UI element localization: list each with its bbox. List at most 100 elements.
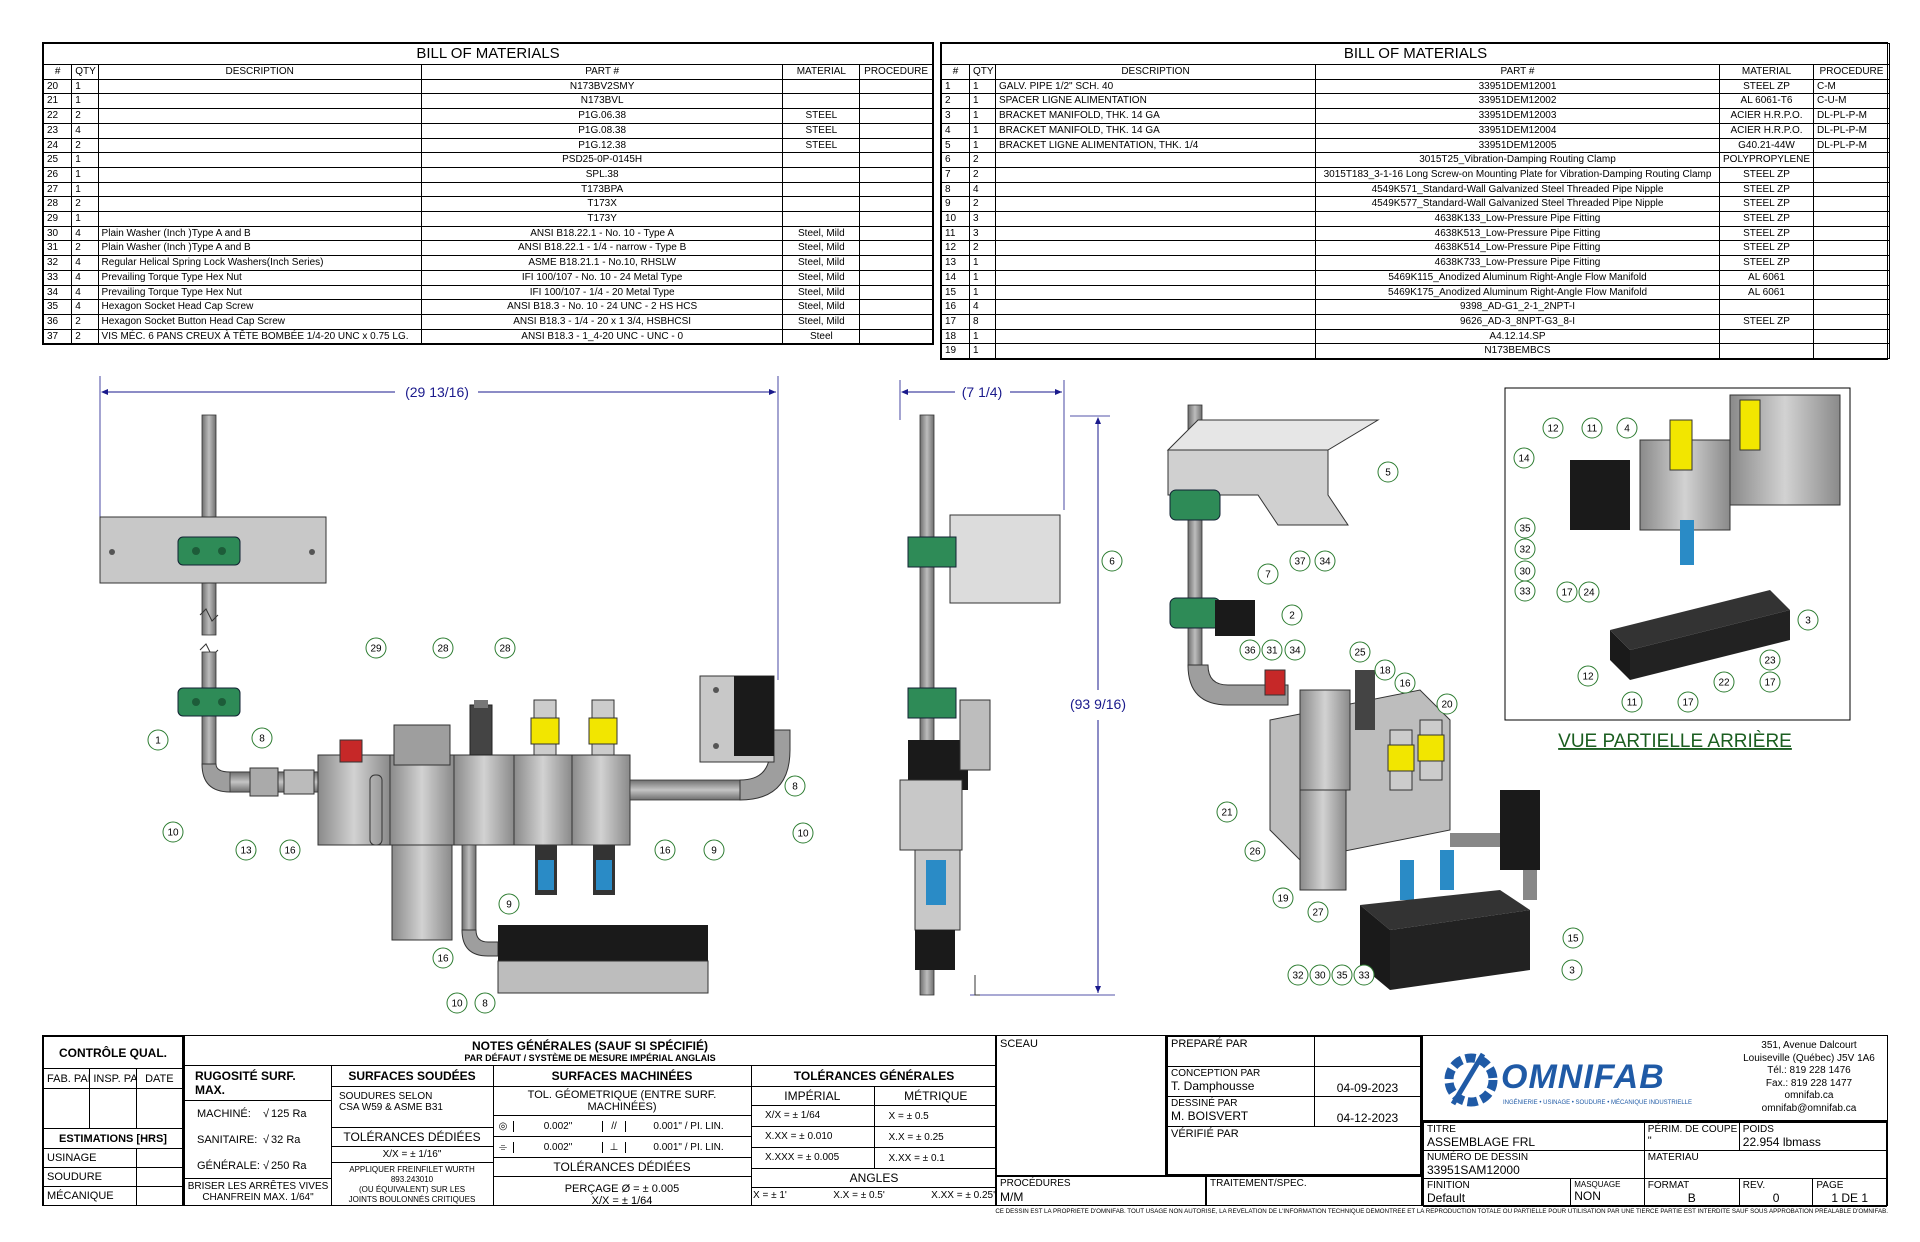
est-usinage-value[interactable] (135, 1148, 184, 1168)
table-cell: T173Y (420, 211, 784, 227)
balloon-label: 5 (1385, 468, 1391, 479)
balloon-label: 25 (1354, 648, 1366, 659)
balloon-partial (1514, 538, 1536, 560)
seal-block: SCEAU (996, 1035, 1166, 1176)
table-cell: 11 (941, 225, 970, 242)
balloon-label: 3 (1569, 966, 1575, 977)
table-cell: 4638K733_Low-Pressure Pipe Fitting (1315, 255, 1720, 271)
est-usinage: USINAGE (43, 1148, 137, 1168)
table-cell: 4638K513_Low-Pressure Pipe Fitting (1315, 225, 1720, 242)
side-view (899, 414, 1061, 996)
dimension-width: (29 13/16) (99, 376, 779, 680)
table-cell: STEEL (782, 108, 861, 124)
material-label: MATERIAU (1647, 1152, 1699, 1163)
bom_left-header-4: MATERIAL (782, 64, 861, 80)
rugosity-title: RUGOSITÉ SURF. MAX. (185, 1066, 331, 1101)
drawing-no-label: NUMÉRO DE DESSIN (1427, 1152, 1529, 1163)
table-cell (1719, 299, 1814, 315)
table-cell: 4 (71, 299, 99, 315)
balloon-front (494, 637, 516, 659)
qc-fab-cell[interactable] (42, 1088, 91, 1129)
table-cell (995, 211, 1316, 227)
table-cell: 1 (71, 211, 99, 227)
table-cell: 37 (42, 328, 73, 345)
table-cell: 33951DEM12004 (1315, 122, 1720, 139)
table-cell: BRACKET MANIFOLD, THK. 14 GA (995, 108, 1316, 124)
format-value: B (1687, 1191, 1696, 1205)
est-mecanique-value[interactable] (135, 1186, 184, 1206)
table-cell (1813, 211, 1890, 227)
thread-note3: JOINTS BOULONNÉS CRITIQUES (348, 1195, 476, 1204)
table-cell (97, 181, 422, 198)
balloon-label: 33 (1519, 587, 1531, 598)
table-cell (995, 196, 1316, 213)
est-soudure-value[interactable] (135, 1167, 184, 1187)
qc-date-cell[interactable] (135, 1088, 184, 1129)
balloon-label: 35 (1519, 524, 1531, 535)
table-cell: 3015T25_Vibration-Damping Routing Clamp (1315, 152, 1720, 168)
angle-val-2: X.XX = ± 0.25' (931, 1190, 995, 1201)
dimension-depth: (7 1/4) (899, 380, 1065, 510)
table-cell: 4 (71, 225, 99, 242)
table-cell: 20 (42, 78, 73, 95)
table-cell: Steel, Mild (782, 284, 861, 301)
table-cell: T173X (420, 196, 784, 213)
bom_right-header-2: DESCRIPTION (995, 64, 1316, 80)
table-cell: 21 (42, 93, 73, 110)
bom-left-title: BILL OF MATERIALS (43, 43, 933, 65)
bom_right-header-3: PART # (1315, 64, 1720, 80)
table-cell: 4 (71, 122, 99, 139)
estimations-title: ESTIMATIONS [HRS] (43, 1128, 183, 1149)
table-cell (782, 211, 861, 227)
notes-title: NOTES GÉNÉRALES (SAUF SI SPÉCIFIÉ) (471, 1039, 709, 1053)
qc-insp-cell[interactable] (89, 1088, 137, 1129)
table-cell (1813, 269, 1890, 286)
balloon-partial (1577, 665, 1599, 687)
balloon-front (474, 992, 496, 1014)
qc-title: CONTRÔLE QUAL. (43, 1036, 183, 1069)
table-cell: 5469K115_Anodized Aluminum Right-Angle F… (1315, 269, 1720, 286)
table-cell (782, 181, 861, 198)
geo-tol-title: TOL. GÉOMETRIQUE (ENTRE SURF. MACHINÉES) (493, 1087, 751, 1116)
table-cell: ACIER H.R.P.O. (1719, 122, 1814, 139)
balloon-label: 14 (1518, 454, 1530, 465)
design-label: CONCEPTION PAR (1171, 1068, 1261, 1079)
table-cell (97, 166, 422, 183)
table-cell: 9626_AD-3_8NPT-G3_8-I (1315, 313, 1720, 330)
drawing-no: 33951SAM12000 (1427, 1163, 1520, 1177)
table-cell: 22 (42, 108, 73, 124)
balloon-front (147, 729, 169, 751)
rugosity-row: GÉNÉRALE:√250 Ra (197, 1160, 307, 1172)
table-cell: VIS MÉC. 6 PANS CREUX À TÊTE BOMBÉE 1/4-… (97, 328, 422, 345)
table-cell: 2 (71, 313, 99, 330)
table-cell (995, 255, 1316, 271)
table-cell: STEEL ZP (1719, 313, 1814, 330)
table-cell: P1G.12.38 (420, 137, 784, 154)
general-notes-block: NOTES GÉNÉRALES (SAUF SI SPÉCIFIÉ) PAR D… (184, 1035, 997, 1207)
balloon-iso (1349, 641, 1371, 663)
balloon-label: 26 (1249, 847, 1261, 858)
table-cell: AL 6061-T6 (1719, 93, 1814, 110)
table-cell: 2 (71, 328, 99, 345)
table-cell: IFI 100/107 - No. 10 - 24 Metal Type (420, 269, 784, 286)
balloon-label: 9 (711, 846, 717, 857)
table-cell: 17 (941, 313, 970, 330)
mask-value: NON (1574, 1189, 1601, 1203)
finish-value: Default (1427, 1191, 1466, 1205)
table-cell (1813, 328, 1890, 345)
table-cell: Plain Washer (Inch )Type A and B (97, 225, 422, 242)
dim-depth-label: (7 1/4) (962, 384, 1002, 400)
table-cell: BRACKET MANIFOLD, THK. 14 GA (995, 122, 1316, 139)
table-cell: T173BPA (420, 181, 784, 198)
table-cell: N173BVL (420, 93, 784, 110)
